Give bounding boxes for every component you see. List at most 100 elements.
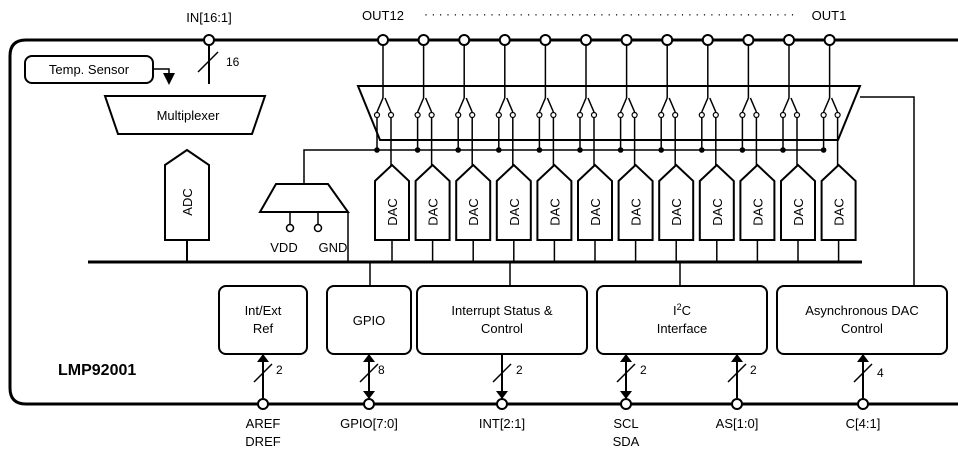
ref-junction-12 [374,147,380,153]
dac-label-2: DAC [791,198,806,225]
dac-block-1 [820,163,857,241]
switch-contact-a-10 [455,111,462,119]
c-connection [853,354,873,410]
gpio-pin-label: GPIO[7:0] [340,416,398,431]
ref-junction-9 [496,147,502,153]
switch-contact-b-10 [469,111,476,119]
out-pin-1 [823,34,836,46]
gnd-label: GND [319,240,348,255]
switch-contact-b-12 [387,111,395,119]
switch-left-2 [782,97,790,113]
switch-left-3 [741,97,750,113]
int-width: 2 [516,363,523,377]
dac-label-11: DAC [426,198,441,225]
dac-label-3: DAC [750,198,765,225]
switch-contact-a-8 [536,111,543,119]
int-pin-label: INT[2:1] [479,416,525,431]
chip-name: LMP92001 [58,362,136,379]
switch-left-11 [416,97,425,113]
i2c-label-line1: I2C [673,302,691,318]
ref-junction-7 [577,147,583,153]
ref-junction-10 [455,147,462,153]
dac-block-10 [455,163,492,241]
c-width: 4 [877,366,884,380]
async-to-switch-line [860,96,915,286]
dac-block-3 [739,163,776,241]
interrupt-label-line2: Control [481,321,523,336]
ref-junction-2 [780,147,786,153]
dac-label-12: DAC [385,198,400,225]
scl-pin-label: SCL [613,416,638,431]
out-pin-3 [742,34,755,46]
as-pin-label: AS[1:0] [716,416,759,431]
switch-contact-a-6 [617,111,624,119]
dac-label-6: DAC [629,198,644,225]
ref-junction-4 [699,147,705,153]
out12-pin-label: OUT12 [362,8,404,23]
out-pin-5 [661,34,674,46]
switch-contact-a-9 [495,111,502,119]
dac-label-10: DAC [466,198,481,225]
ref-label-line1: Int/Ext [245,303,282,318]
ref-junction-6 [617,147,624,153]
switch-left-1 [822,97,831,113]
dac-label-5: DAC [669,198,684,225]
ref-line [303,149,824,184]
gpio-label: GPIO [353,313,386,328]
ref-junction-1 [820,147,827,153]
adc-block [164,148,210,241]
aref-width: 2 [276,363,283,377]
switch-contact-a-3 [739,111,746,119]
async-dac-block [776,285,948,355]
switch-left-6 [619,97,628,113]
async-dac-label-line2: Control [841,321,883,336]
switch-right-6 [627,97,636,113]
out-pin-11 [417,34,430,46]
dac-block-7 [577,163,613,241]
switch-right-10 [465,97,473,113]
int-connection [492,355,512,410]
temp-to-mux-line [153,68,175,85]
dac-block-2 [780,163,816,241]
chip-outline [8,38,958,406]
switch-contact-a-1 [820,111,827,119]
switch-right-11 [424,97,433,113]
interrupt-label-line1: Interrupt Status & [451,303,552,318]
ref-junction-3 [739,147,746,153]
switch-right-7 [587,97,595,113]
switch-contact-a-5 [658,111,665,119]
switch-contact-a-7 [576,111,584,119]
as-connection [727,354,747,410]
i2c-label-line2: Interface [657,321,708,336]
ref-junction-5 [658,147,664,153]
switch-left-12 [376,97,384,113]
switch-contact-b-2 [793,111,801,119]
ref-label-line2: Ref [253,321,274,336]
dac-label-8: DAC [547,198,562,225]
switch-contact-b-1 [834,111,841,119]
switch-contact-a-4 [698,111,705,119]
switch-left-4 [701,97,709,113]
switch-left-5 [660,97,668,113]
temp-sensor-label: Temp. Sensor [49,62,130,77]
async-dac-label-line1: Asynchronous DAC [805,303,918,318]
multiplexer-label: Multiplexer [157,108,221,123]
switch-right-12 [384,97,392,113]
dac-block-12 [374,163,410,241]
dref-pin-label: DREF [245,434,280,449]
in-pin-label: IN[16:1] [186,10,232,25]
ref-block [218,285,308,355]
switch-right-1 [830,97,839,113]
out-pin-12 [377,34,389,46]
i2c-block [596,285,768,355]
dac-block-8 [536,163,573,241]
in-bus-width: 16 [226,55,240,69]
sda-pin-label: SDA [613,434,640,449]
dac-label-4: DAC [710,198,725,225]
gpio-connection [359,354,379,410]
switch-contact-b-6 [631,111,638,119]
i2c-connection [616,354,636,410]
dac-block-9 [495,163,532,241]
out-pin-8 [539,34,552,46]
